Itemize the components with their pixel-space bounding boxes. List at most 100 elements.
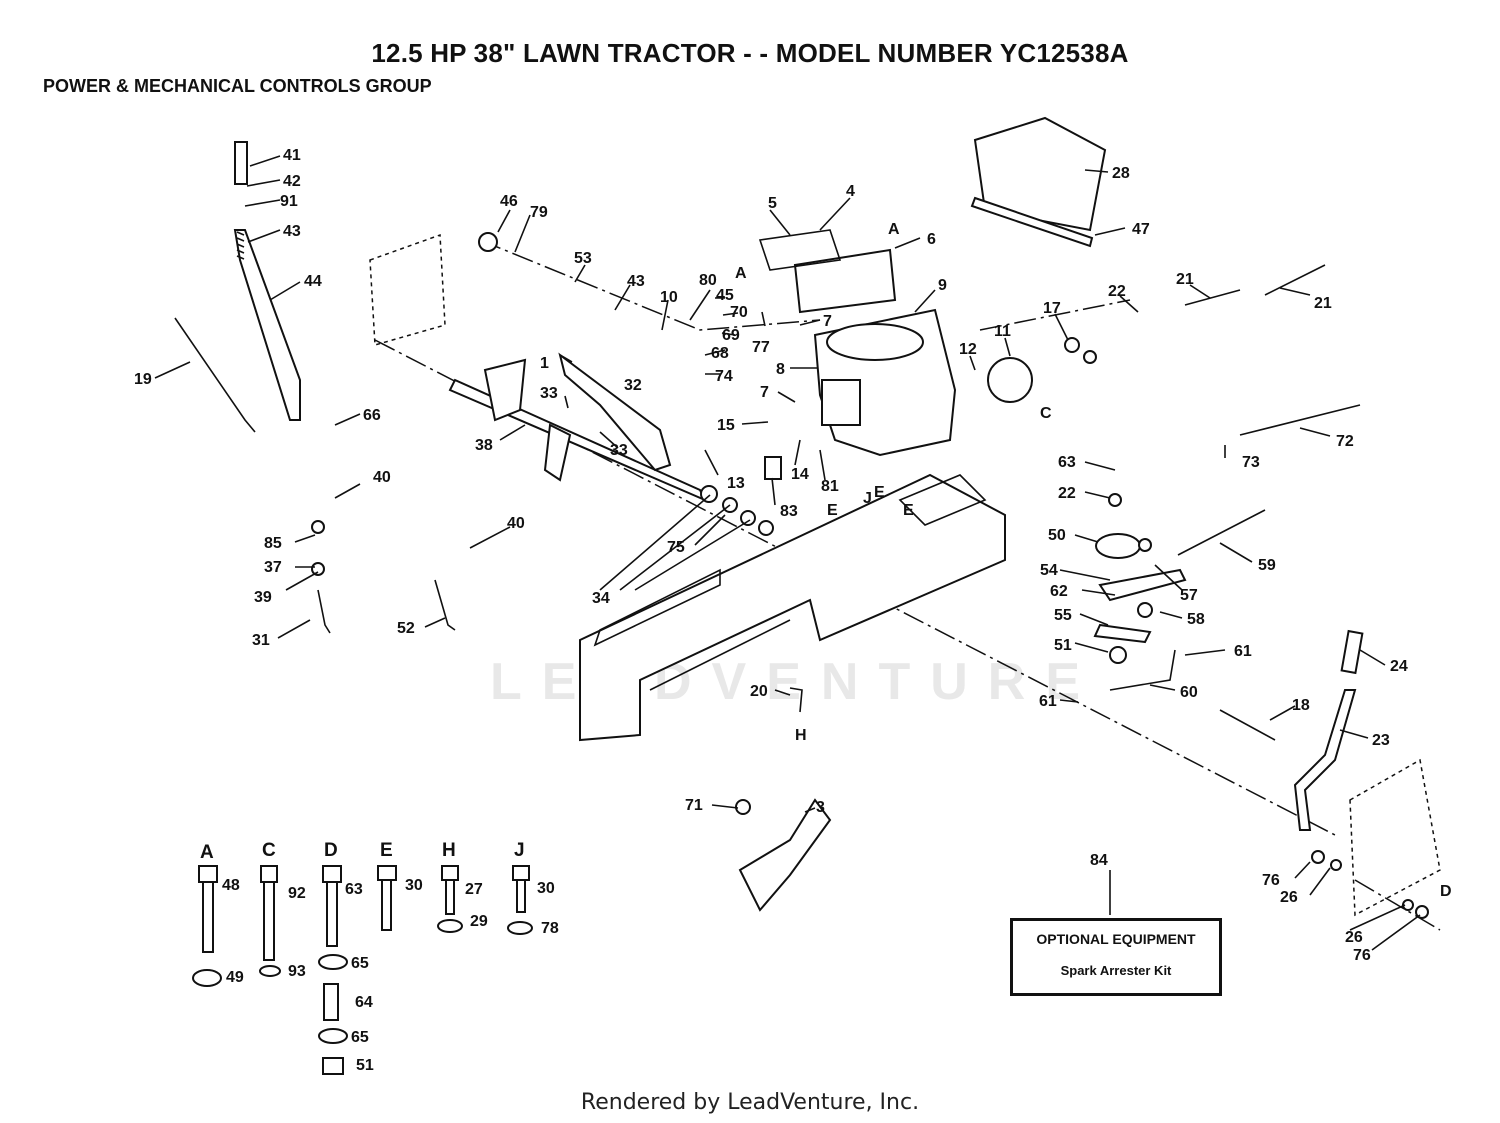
right-side-plate	[1349, 758, 1441, 917]
ref-letter-c: C	[1040, 405, 1052, 422]
callout-58: 58	[1187, 611, 1205, 628]
callout-6: 6	[927, 231, 936, 248]
callout-93: 93	[288, 963, 306, 980]
callout-81: 81	[821, 478, 839, 495]
callout-18: 18	[1292, 697, 1310, 714]
callout-24: 24	[1390, 658, 1408, 675]
callout-40: 40	[507, 515, 525, 532]
chassis-frame	[579, 473, 1006, 742]
callout-71: 71	[685, 797, 703, 814]
drive-lever	[1219, 629, 1364, 831]
callout-83: 83	[780, 503, 798, 520]
callout-1: 1	[540, 355, 549, 372]
brake-pedal	[735, 798, 832, 912]
callout-49: 49	[226, 969, 244, 986]
callout-30: 30	[537, 880, 555, 897]
callout-45: 45	[716, 287, 734, 304]
callout-26: 26	[1345, 929, 1363, 946]
left-side-plate	[369, 233, 446, 346]
callout-37: 37	[264, 559, 282, 576]
callout-30: 30	[405, 877, 423, 894]
callout-54: 54	[1040, 562, 1058, 579]
hardware-letter-e: E	[380, 840, 393, 861]
small-hardware	[311, 232, 1429, 919]
callout-80: 80	[699, 272, 717, 289]
diagram-title: 12.5 HP 38" LAWN TRACTOR - - MODEL NUMBE…	[371, 38, 1129, 68]
callout-84: 84	[1090, 852, 1108, 869]
lift-shaft	[448, 352, 708, 503]
callout-12: 12	[959, 341, 977, 358]
callout-14: 14	[791, 466, 809, 483]
callout-21: 21	[1314, 295, 1332, 312]
callout-57: 57	[1180, 587, 1198, 604]
ref-letter-e: E	[827, 502, 838, 519]
callout-53: 53	[574, 250, 592, 267]
callout-48: 48	[222, 877, 240, 894]
diagram-subtitle: POWER & MECHANICAL CONTROLS GROUP	[43, 76, 432, 96]
callout-51: 51	[356, 1057, 374, 1074]
callout-55: 55	[1054, 607, 1072, 624]
callout-22: 22	[1108, 283, 1126, 300]
heat-shield	[970, 116, 1107, 248]
ref-letter-e: E	[903, 502, 914, 519]
optional-equipment-title: OPTIONAL EQUIPMENT	[1036, 931, 1196, 947]
callout-29: 29	[470, 913, 488, 930]
callout-42: 42	[283, 173, 301, 190]
callout-43: 43	[283, 223, 301, 240]
ref-letter-e: E	[874, 484, 885, 501]
callout-28: 28	[1112, 165, 1130, 182]
hardware-letter-a: A	[200, 842, 214, 863]
render-credit: Rendered by LeadVenture, Inc.	[580, 1090, 920, 1115]
callout-68: 68	[711, 345, 729, 362]
callout-65: 65	[351, 955, 369, 972]
callout-63: 63	[1058, 454, 1076, 471]
callout-17: 17	[1043, 300, 1061, 317]
ref-letter-j: J	[863, 490, 872, 507]
callout-92: 92	[288, 885, 306, 902]
callout-75: 75	[667, 539, 685, 556]
callout-51: 51	[1054, 637, 1072, 654]
callout-61: 61	[1039, 693, 1057, 710]
ref-letter-a: A	[888, 221, 900, 238]
callout-64: 64	[355, 994, 373, 1011]
callout-26: 26	[1280, 889, 1298, 906]
callout-52: 52	[397, 620, 415, 637]
hardware-legend	[192, 865, 533, 1075]
callout-59: 59	[1258, 557, 1276, 574]
callout-31: 31	[252, 632, 270, 649]
optional-equipment-item: Spark Arrester Kit	[1060, 963, 1172, 978]
ref-letter-d: D	[1440, 883, 1452, 900]
ref-letter-a: A	[735, 265, 747, 282]
callout-33: 33	[540, 385, 558, 402]
callout-labels: 41 42 91 43 44 19 66 46 79 53 43 10 80 4…	[134, 147, 1408, 1074]
callout-46: 46	[500, 193, 518, 210]
callout-38: 38	[475, 437, 493, 454]
hardware-letter-h: H	[442, 840, 456, 861]
reference-letters: A A C E E E J H D A C D E H J	[200, 221, 1452, 900]
callout-41: 41	[283, 147, 301, 164]
hardware-letter-d: D	[324, 840, 338, 861]
callout-7: 7	[760, 384, 769, 401]
callout-85: 85	[264, 535, 282, 552]
callout-74: 74	[715, 368, 733, 385]
callout-8: 8	[776, 361, 785, 378]
callout-79: 79	[530, 204, 548, 221]
callout-91: 91	[280, 193, 298, 210]
callout-34: 34	[592, 590, 610, 607]
engine-assembly	[758, 229, 1033, 457]
callout-10: 10	[660, 289, 678, 306]
callout-13: 13	[727, 475, 745, 492]
callout-7: 7	[823, 313, 832, 330]
ref-letter-h: H	[795, 727, 807, 744]
callout-72: 72	[1336, 433, 1354, 450]
callout-20: 20	[750, 683, 768, 700]
callout-61: 61	[1234, 643, 1252, 660]
callout-70: 70	[730, 304, 748, 321]
callout-77: 77	[752, 339, 770, 356]
callout-5: 5	[768, 195, 777, 212]
callout-63: 63	[345, 881, 363, 898]
callout-19: 19	[134, 371, 152, 388]
callout-62: 62	[1050, 583, 1068, 600]
callout-21: 21	[1176, 271, 1194, 288]
